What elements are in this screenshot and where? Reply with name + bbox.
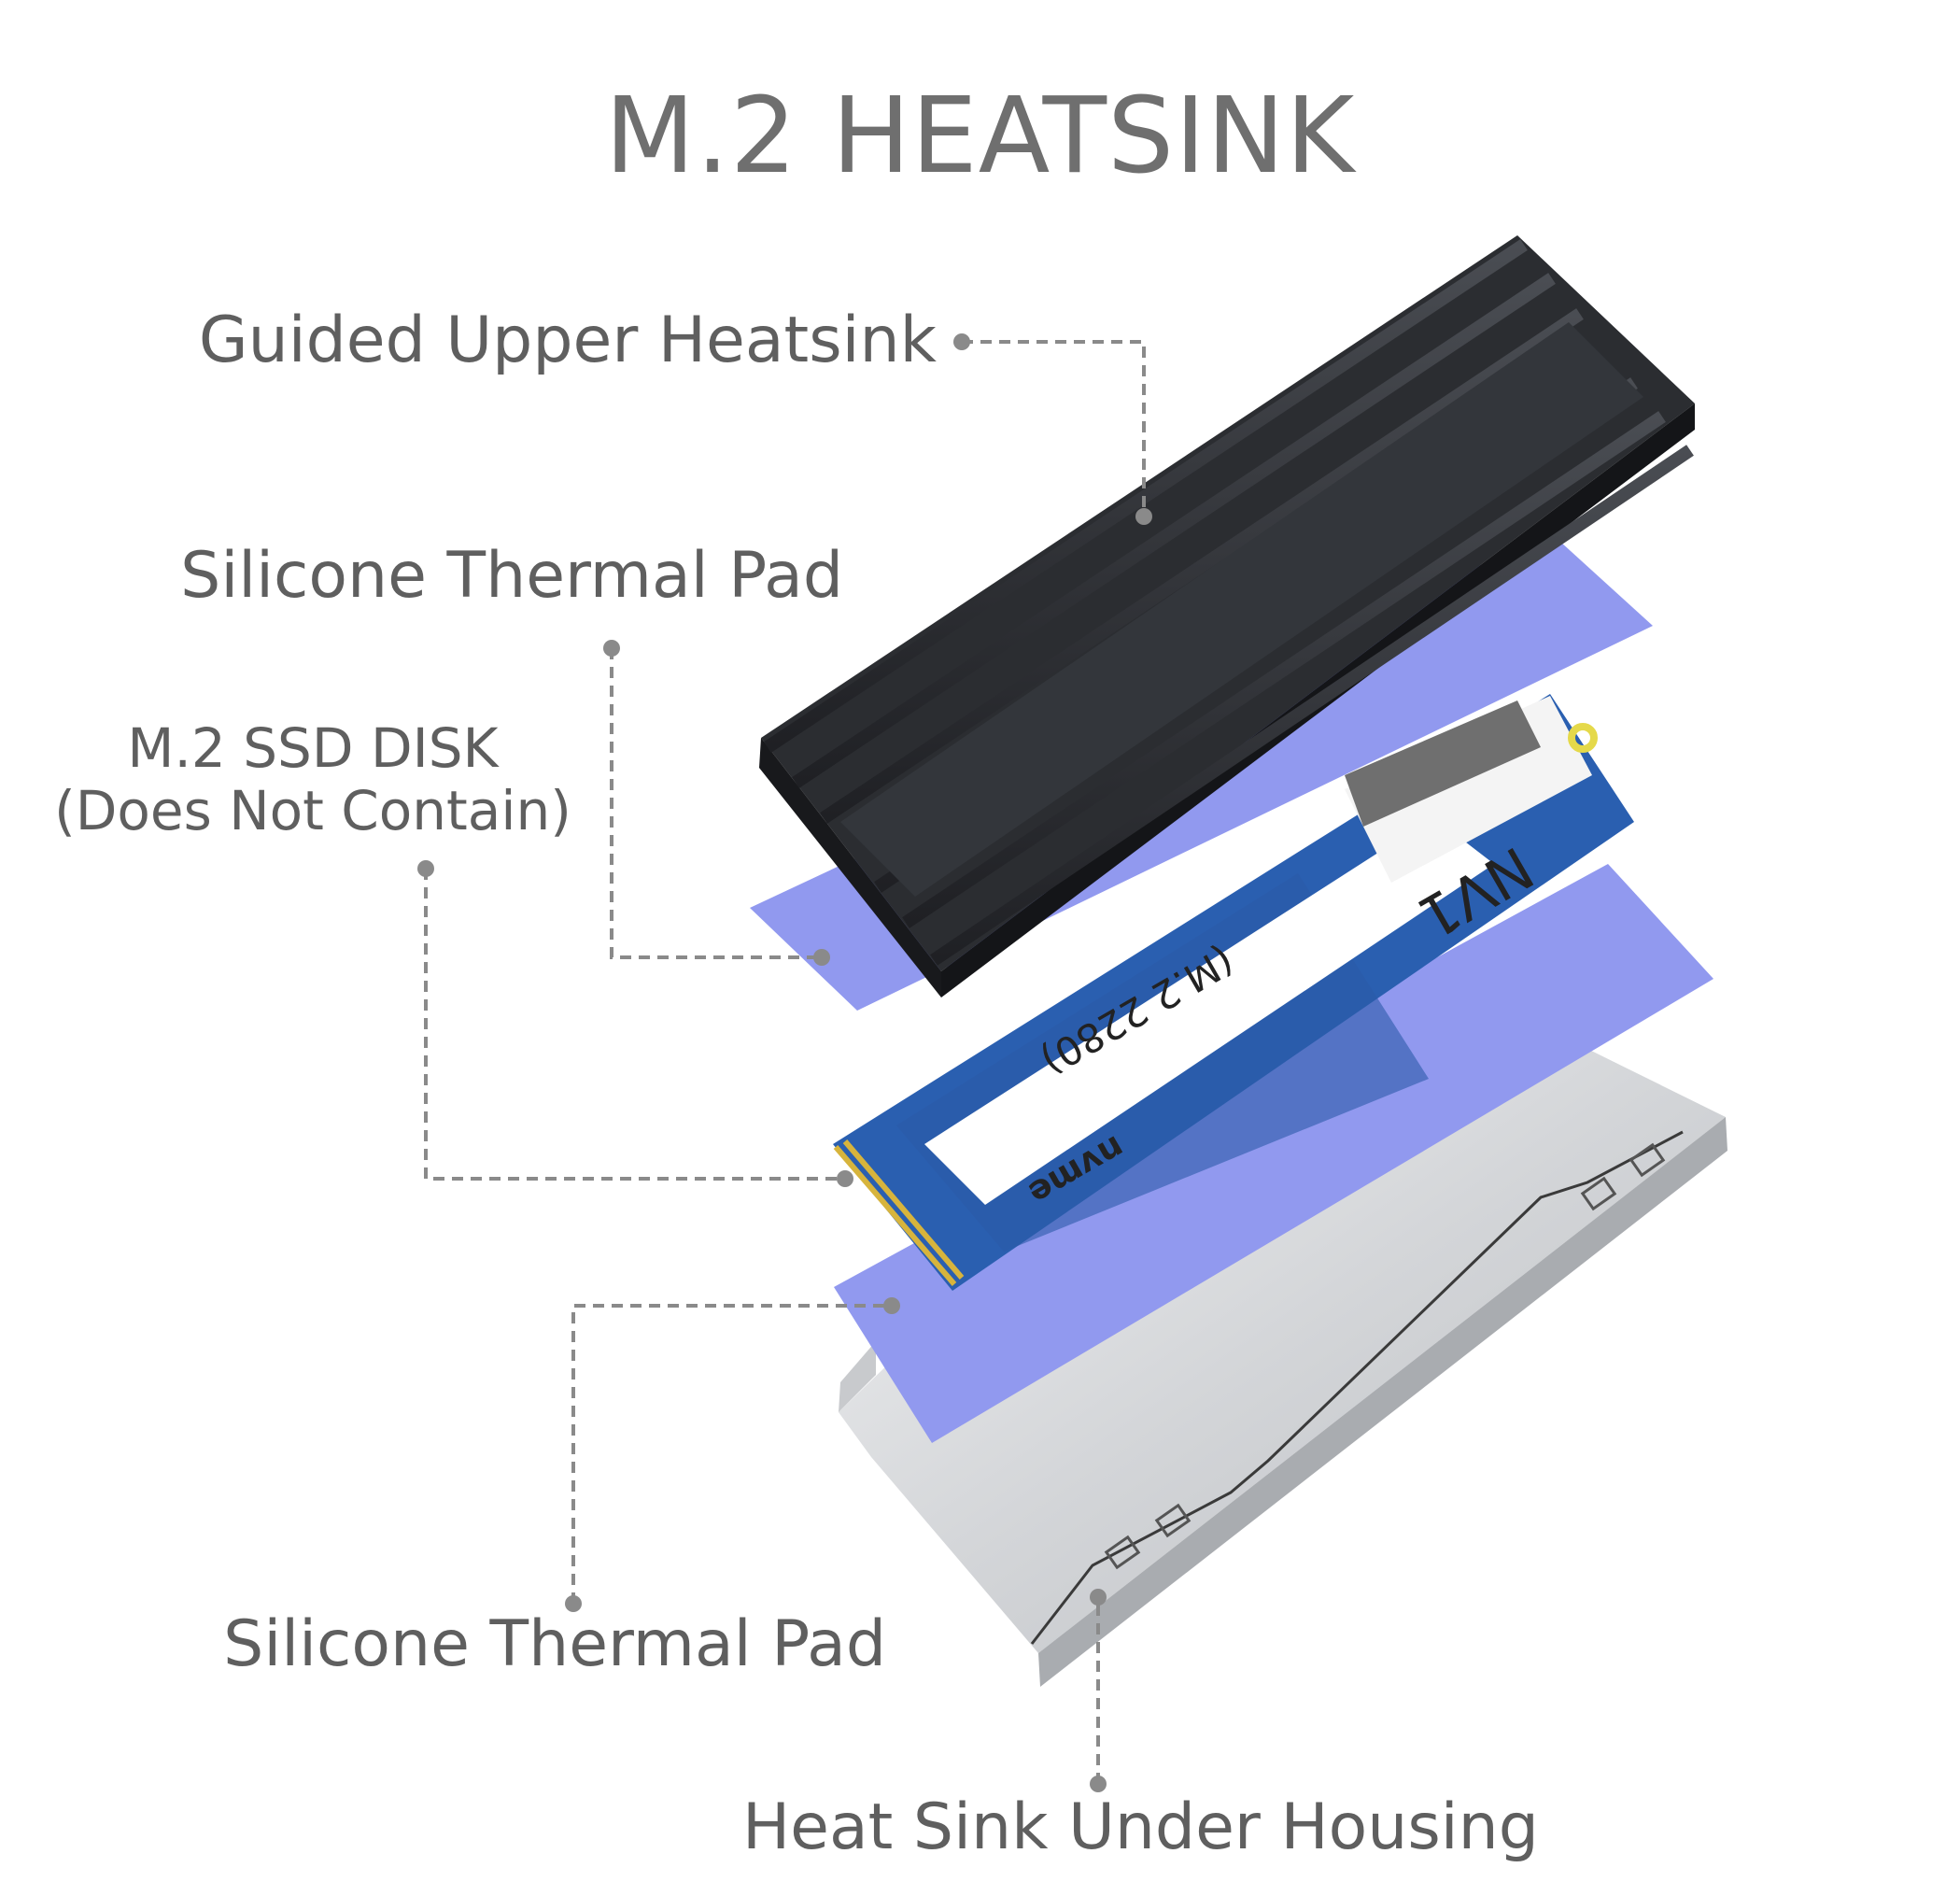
label-ssd: M.2 SSD DISK (Does Not Contain) — [37, 717, 588, 842]
housing-slot-icon — [1104, 1142, 1666, 1570]
label-thermal-pad-top: Silicone Thermal Pad — [180, 539, 843, 613]
label-thermal-pad-bottom: Silicone Thermal Pad — [223, 1607, 886, 1681]
upper-heatsink — [759, 235, 1695, 998]
thermal-pad-bottom — [834, 864, 1713, 1443]
label-under-housing: Heat Sink Under Housing — [742, 1790, 1539, 1864]
leader-thermal-pad-top — [610, 648, 822, 959]
m2-ssd: NV1 (M.2 2280) nvme — [833, 694, 1634, 1291]
label-ssd-line1: M.2 SSD DISK — [127, 716, 499, 780]
label-upper-heatsink: Guided Upper Heatsink — [198, 304, 937, 377]
leader-upper-heatsink — [962, 340, 1146, 516]
page-title: M.2 HEATSINK — [604, 76, 1356, 197]
leader-thermal-pad-bottom — [571, 1304, 892, 1604]
leader-ssd — [424, 869, 845, 1181]
under-housing — [839, 1044, 1727, 1687]
leader-dot-icons — [417, 333, 1152, 1792]
label-ssd-line2: (Does Not Contain) — [54, 778, 571, 842]
leader-lines — [424, 340, 1146, 1784]
gold-contacts-icon — [833, 1139, 965, 1286]
